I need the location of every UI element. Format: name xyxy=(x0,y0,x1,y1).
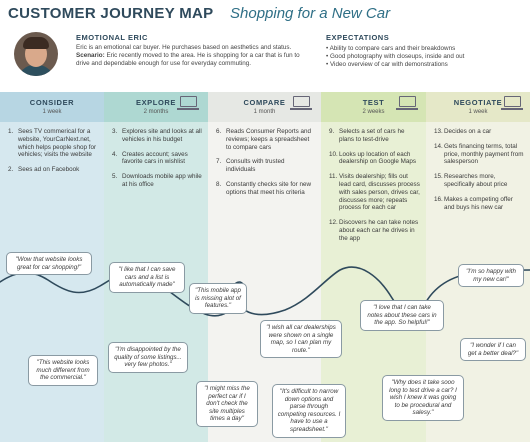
stage-explore: EXPLORE 2 months 3.Explores site and loo… xyxy=(104,92,208,442)
stage-steps: 1.Sees TV commerical for a website, Your… xyxy=(0,122,104,174)
persona-avatar xyxy=(14,32,58,76)
quote-bubble: "This website looks much different from … xyxy=(28,355,98,386)
stage-header: NEGOTIATE 1 week xyxy=(426,92,530,122)
step-item: 6.Reads Consumer Reports and reviews; ke… xyxy=(216,128,312,151)
stage-duration: 1 week xyxy=(468,109,488,115)
quote-bubble: "I wish all car dealerships were shown o… xyxy=(260,320,342,359)
step-item: 5.Downloads mobile app while at his offi… xyxy=(112,173,202,188)
laptop-icon xyxy=(290,96,312,110)
expectation-item: • Video overview of car with demonstrati… xyxy=(326,61,448,69)
step-item: 8.Constantly checks site for new options… xyxy=(216,180,312,196)
stage-steps: 6.Reads Consumer Reports and reviews; ke… xyxy=(208,122,321,197)
expectations-title: EXPECTATIONS xyxy=(326,33,390,42)
quote-bubble: "I wonder if I can get a better deal?" xyxy=(460,338,526,362)
laptop-icon xyxy=(396,96,418,110)
page-subtitle: Shopping for a New Car xyxy=(230,5,391,22)
step-item: 9.Selects a set of cars he plans to test… xyxy=(329,128,405,143)
persona-title: EMOTIONAL ERIC xyxy=(76,33,148,42)
step-item: 3.Explores site and looks at all vehicle… xyxy=(112,128,202,143)
step-item: 14.Gets financing terms, total price, mo… xyxy=(434,142,524,166)
expectation-item: • Good photography with closeups, inside… xyxy=(326,53,465,61)
quote-bubble: "I like that I can save cars and a list … xyxy=(109,262,185,293)
stage-header: CONSIDER 1 week xyxy=(0,92,104,122)
header: CUSTOMER JOURNEY MAP Shopping for a New … xyxy=(0,0,530,86)
step-item: 4.Creates account; saves favorite cars i… xyxy=(112,150,188,166)
step-item: 7.Consults with trusted individuals xyxy=(216,158,285,174)
quote-bubble: "Wow that website looks great for car sh… xyxy=(6,252,92,276)
quote-bubble: "I might miss the perfect car if I don't… xyxy=(196,381,258,427)
scenario-text: Eric recently moved to the area. He is s… xyxy=(76,52,300,68)
stage-duration: 1 week xyxy=(42,109,62,115)
quote-bubble: "This mobile app is missing alot of feat… xyxy=(189,283,247,314)
step-item: 2.Sees ad on Facebook xyxy=(8,166,80,174)
stage-duration: 1 month xyxy=(253,109,276,115)
step-item: 1.Sees TV commerical for a website, Your… xyxy=(8,128,97,159)
stage-name: EXPLORE xyxy=(135,98,177,107)
step-item: 11.Visits dealership; fills out lead car… xyxy=(329,173,420,212)
quote-bubble: "I love that I can take notes about thes… xyxy=(360,300,444,331)
persona-description-text: Eric is an emotional car buyer. He purch… xyxy=(76,44,292,51)
persona-description: Eric is an emotional car buyer. He purch… xyxy=(76,44,301,69)
stage-header: COMPARE 1 month xyxy=(208,92,321,122)
stage-steps: 13.Decides on a car 14.Gets financing te… xyxy=(426,122,530,211)
step-item: 13.Decides on a car xyxy=(434,128,492,135)
step-item: 15.Researches more, specifically about p… xyxy=(434,173,508,188)
stage-name: NEGOTIATE xyxy=(453,98,503,107)
stage-steps: 9.Selects a set of cars he plans to test… xyxy=(321,122,426,243)
stage-steps: 3.Explores site and looks at all vehicle… xyxy=(104,122,208,189)
expectation-item: • Ability to compare cars and their brea… xyxy=(326,45,456,52)
stage-name: COMPARE xyxy=(243,98,286,107)
stage-name: TEST xyxy=(362,98,385,107)
quote-bubble: "I'm so happy with my new car!" xyxy=(458,264,524,288)
quote-bubble: "Why does it take sooo long to test driv… xyxy=(382,375,464,421)
laptop-icon xyxy=(177,96,199,110)
scenario-label: Scenario: xyxy=(76,52,105,60)
step-item: 10.Looks up location of each dealership … xyxy=(329,150,417,166)
quote-bubble: "I'm disappointed by the quality of some… xyxy=(108,342,188,373)
stage-header: TEST 2 weeks xyxy=(321,92,426,122)
quote-bubble: "It's difficult to narrow down options a… xyxy=(272,384,346,438)
laptop-icon xyxy=(501,96,523,110)
stage-header: EXPLORE 2 months xyxy=(104,92,208,122)
stage-duration: 2 weeks xyxy=(362,109,385,115)
step-item: 16.Makes a competing offer and buys his … xyxy=(434,195,513,211)
expectations-list: • Ability to compare cars and their brea… xyxy=(326,45,526,70)
step-item: 12.Discovers he can take notes about eac… xyxy=(329,219,419,242)
page-title: CUSTOMER JOURNEY MAP xyxy=(8,5,214,22)
stage-duration: 2 months xyxy=(143,109,169,115)
stage-name: CONSIDER xyxy=(29,98,75,107)
